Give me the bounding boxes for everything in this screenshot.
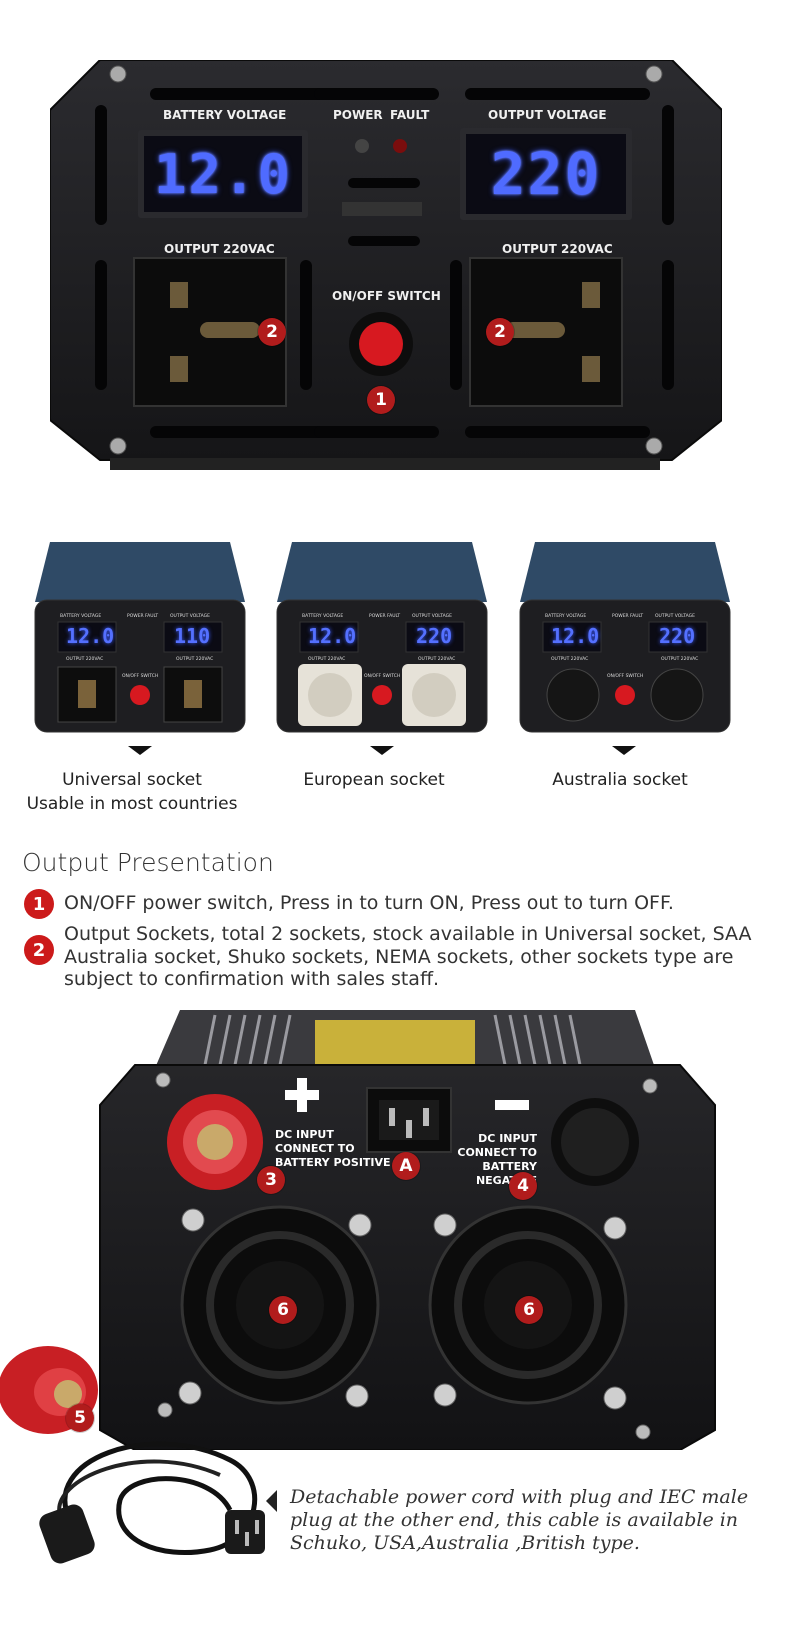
- variant-european-caption: European socket: [254, 768, 494, 792]
- variant-universal-image: BATTERY VOLTAGE POWER FAULT OUTPUT VOLTA…: [30, 542, 250, 737]
- note-item-2: 2 Output Sockets, total 2 sockets, stock…: [24, 923, 764, 991]
- variant-australia-right-socket-label: OUTPUT 220VAC: [661, 657, 699, 662]
- variant-australia-left-socket-label: OUTPUT 220VAC: [551, 657, 589, 662]
- variant-european-power-label: POWER: [369, 614, 386, 619]
- power-indicator-label: POWER: [333, 108, 383, 122]
- dc-positive-label: DC INPUT CONNECT TO BATTERY POSITIVE: [275, 1128, 391, 1169]
- variant-universal-caption: Universal socket Usable in most countrie…: [12, 768, 252, 816]
- variant-european-fault-label: FAULT: [387, 614, 401, 619]
- variant-universal-power-label: POWER: [127, 614, 144, 619]
- variant-european-left-socket-label: OUTPUT 220VAC: [308, 657, 346, 662]
- variant-australia-battery-label: BATTERY VOLTAGE: [545, 614, 587, 619]
- variant-australia-power-label: POWER: [612, 614, 629, 619]
- left-socket-label: OUTPUT 220VAC: [164, 242, 275, 256]
- variant-universal-battery-label: BATTERY VOLTAGE: [60, 614, 102, 619]
- variant-european-output-display: 220: [416, 624, 453, 648]
- arrow-down-icon: [612, 746, 636, 755]
- output-voltage-label: OUTPUT VOLTAGE: [488, 108, 607, 122]
- section-title: Output Presentation: [22, 848, 274, 877]
- variant-european-battery-label: BATTERY VOLTAGE: [302, 614, 344, 619]
- callout-badge-socket-right: 2: [486, 318, 514, 346]
- variant-universal-switch-label: ON/OFF SWITCH: [122, 674, 159, 679]
- fault-indicator-label: FAULT: [390, 108, 430, 122]
- front-panel-image: BATTERY VOLTAGE POWER FAULT OUTPUT VOLTA…: [50, 60, 722, 470]
- note-text: Output Sockets, total 2 sockets, stock a…: [64, 923, 752, 990]
- callout-badge-switch: 1: [367, 386, 395, 414]
- callout-badge-iec: A: [392, 1152, 420, 1180]
- note-text: ON/OFF power switch, Press in to turn ON…: [64, 892, 674, 914]
- variant-australia-switch-label: ON/OFF SWITCH: [607, 674, 644, 679]
- switch-label: ON/OFF SWITCH: [332, 289, 441, 303]
- variant-universal-right-socket-label: OUTPUT 220VAC: [176, 657, 214, 662]
- variant-australia-output-display: 220: [659, 624, 696, 648]
- variant-universal-left-socket-label: OUTPUT 220VAC: [66, 657, 104, 662]
- variant-universal-output-display: 110: [174, 624, 211, 648]
- power-cord-image: [39, 1441, 265, 1564]
- variant-universal-caption-line2: Usable in most countries: [26, 794, 238, 814]
- variant-universal-body: [34, 542, 246, 733]
- variant-european-image: BATTERY VOLTAGE POWER FAULT OUTPUT VOLTA…: [272, 542, 492, 737]
- variant-european-battery-display: 12.0: [308, 624, 357, 648]
- variant-universal-output-label: OUTPUT VOLTAGE: [170, 614, 210, 619]
- arrow-down-icon: [128, 746, 152, 755]
- right-socket-label: OUTPUT 220VAC: [502, 242, 613, 256]
- rear-panel-image: DC INPUT CONNECT TO BATTERY POSITIVE DC …: [95, 1010, 720, 1450]
- variant-australia-battery-display: 12.0: [551, 624, 600, 648]
- variant-universal-caption-line1: Universal socket: [62, 770, 202, 790]
- arrow-down-icon: [370, 746, 394, 755]
- inverter-rear-body: [99, 1010, 716, 1450]
- variant-universal-battery-display: 12.0: [66, 624, 115, 648]
- note-number-badge: 2: [24, 935, 54, 965]
- callout-badge-fan-right: 6: [515, 1296, 543, 1324]
- variant-australia-body: [519, 542, 731, 733]
- variant-australia-image: BATTERY VOLTAGE POWER FAULT OUTPUT VOLTA…: [515, 542, 735, 737]
- variant-australia-fault-label: FAULT: [630, 614, 644, 619]
- callout-badge-cap: 5: [66, 1404, 94, 1432]
- callout-badge-socket-left: 2: [258, 318, 286, 346]
- note-item-1: 1 ON/OFF power switch, Press in to turn …: [24, 889, 764, 919]
- battery-voltage-label: BATTERY VOLTAGE: [163, 108, 287, 122]
- variant-european-body: [276, 542, 488, 733]
- variant-universal-fault-label: FAULT: [145, 614, 159, 619]
- dc-negative-label: DC INPUT CONNECT TO BATTERY NEGATIVE: [457, 1132, 537, 1187]
- variant-australia-output-label: OUTPUT VOLTAGE: [655, 614, 695, 619]
- variant-european-output-label: OUTPUT VOLTAGE: [412, 614, 452, 619]
- variant-european-caption-line1: European socket: [303, 770, 445, 790]
- cord-caption: Detachable power cord with plug and IEC …: [290, 1486, 749, 1554]
- callout-badge-fan-left: 6: [269, 1296, 297, 1324]
- callout-badge-positive: 3: [257, 1166, 285, 1194]
- variant-australia-caption-line1: Australia socket: [552, 770, 688, 790]
- callout-badge-negative: 4: [509, 1172, 537, 1200]
- battery-voltage-display: 12.0: [138, 130, 308, 218]
- variant-european-right-socket-label: OUTPUT 220VAC: [418, 657, 456, 662]
- output-voltage-display: 220: [460, 128, 632, 220]
- variant-european-switch-label: ON/OFF SWITCH: [364, 674, 401, 679]
- caption-arrow-icon: [266, 1490, 277, 1512]
- note-number-badge: 1: [24, 889, 54, 919]
- variant-australia-caption: Australia socket: [500, 768, 740, 792]
